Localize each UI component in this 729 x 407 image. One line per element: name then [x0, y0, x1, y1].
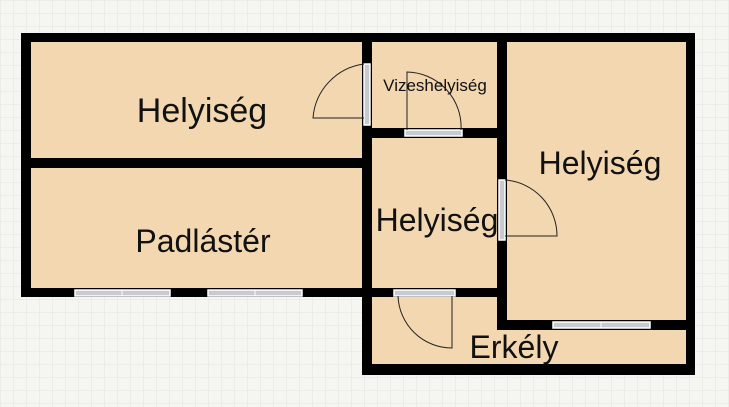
room-erkely[interactable]	[372, 297, 686, 364]
room-label: Padlástér	[135, 223, 271, 259]
door-helyiseg-right[interactable]	[498, 179, 558, 241]
wall-top	[21, 33, 695, 42]
wall-divider-left	[21, 158, 362, 168]
room-padlaster[interactable]	[31, 168, 362, 288]
room-helyiseg-top-left[interactable]	[31, 42, 362, 158]
room-label: Erkély	[470, 329, 559, 365]
doors	[312, 63, 558, 349]
wall-middle	[362, 33, 372, 375]
room-label: Helyiség	[539, 145, 662, 181]
room-helyiseg-center[interactable]	[372, 138, 497, 288]
wall-right	[686, 33, 695, 375]
room-label: Helyiség	[137, 92, 267, 130]
door-helyiseg-top[interactable]	[312, 63, 371, 126]
room-label: Helyiség	[376, 202, 499, 238]
door-erkely[interactable]	[393, 289, 456, 349]
door-vizeshelyiseg[interactable]	[404, 71, 463, 137]
wall-bottom	[362, 364, 695, 375]
room-vizeshelyiseg[interactable]	[372, 42, 497, 128]
room-label: Vizeshelyiség	[383, 76, 487, 95]
room-fills	[31, 42, 686, 364]
room-helyiseg-right[interactable]	[507, 42, 686, 320]
windows	[74, 289, 651, 329]
wall-bottom-left	[21, 288, 372, 297]
